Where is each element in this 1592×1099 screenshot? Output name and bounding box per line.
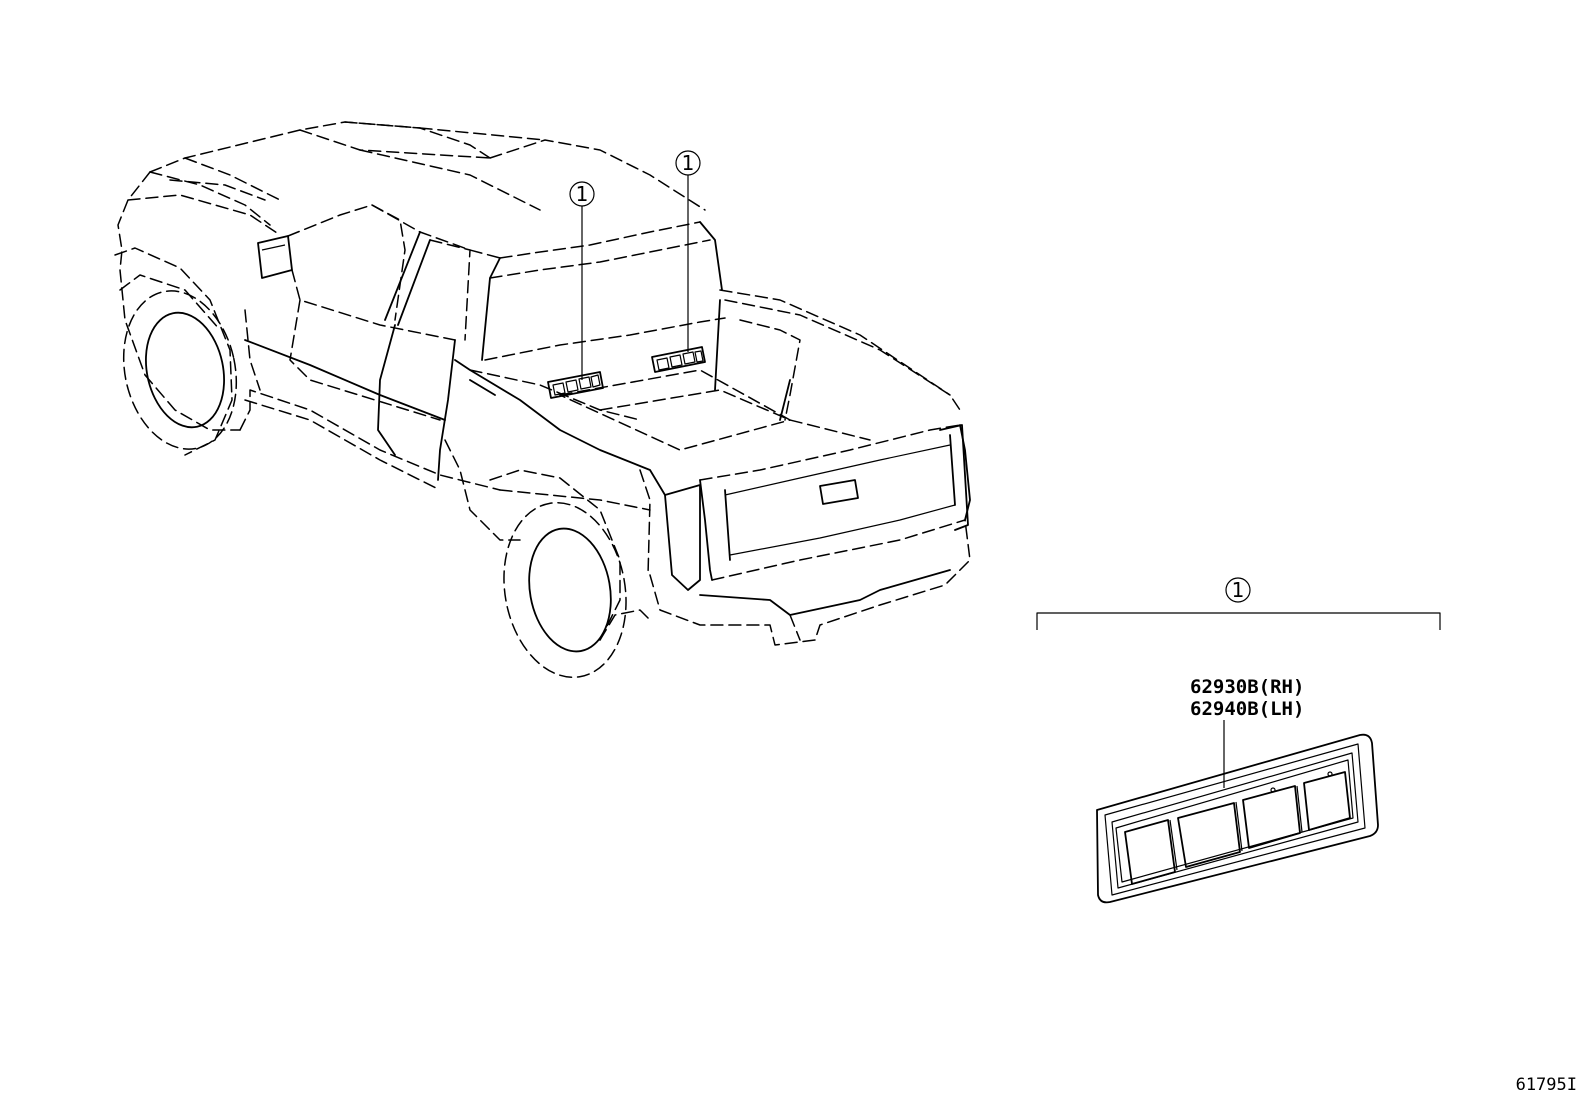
pickup-truck-illustration: [114, 121, 971, 679]
reference-code: 61795I: [1516, 1075, 1577, 1095]
part-number-lh: 62940B(LH): [1190, 698, 1304, 720]
callout-1-bed-left: 1: [569, 181, 595, 380]
callout-number: 1: [576, 182, 589, 206]
bed-lamp-detail: [1096, 733, 1379, 904]
callout-number: 1: [682, 151, 695, 175]
part-number-rh: 62930B(RH): [1190, 676, 1304, 698]
callout-1-bed-right: 1: [675, 150, 701, 352]
bed-lamp-left: [547, 371, 604, 399]
callout-1-detail: 1: [1036, 577, 1441, 630]
bed-lamp-right: [651, 346, 706, 373]
part-number-labels: 62930B(RH) 62940B(LH): [1190, 676, 1304, 788]
callout-number: 1: [1232, 578, 1245, 602]
